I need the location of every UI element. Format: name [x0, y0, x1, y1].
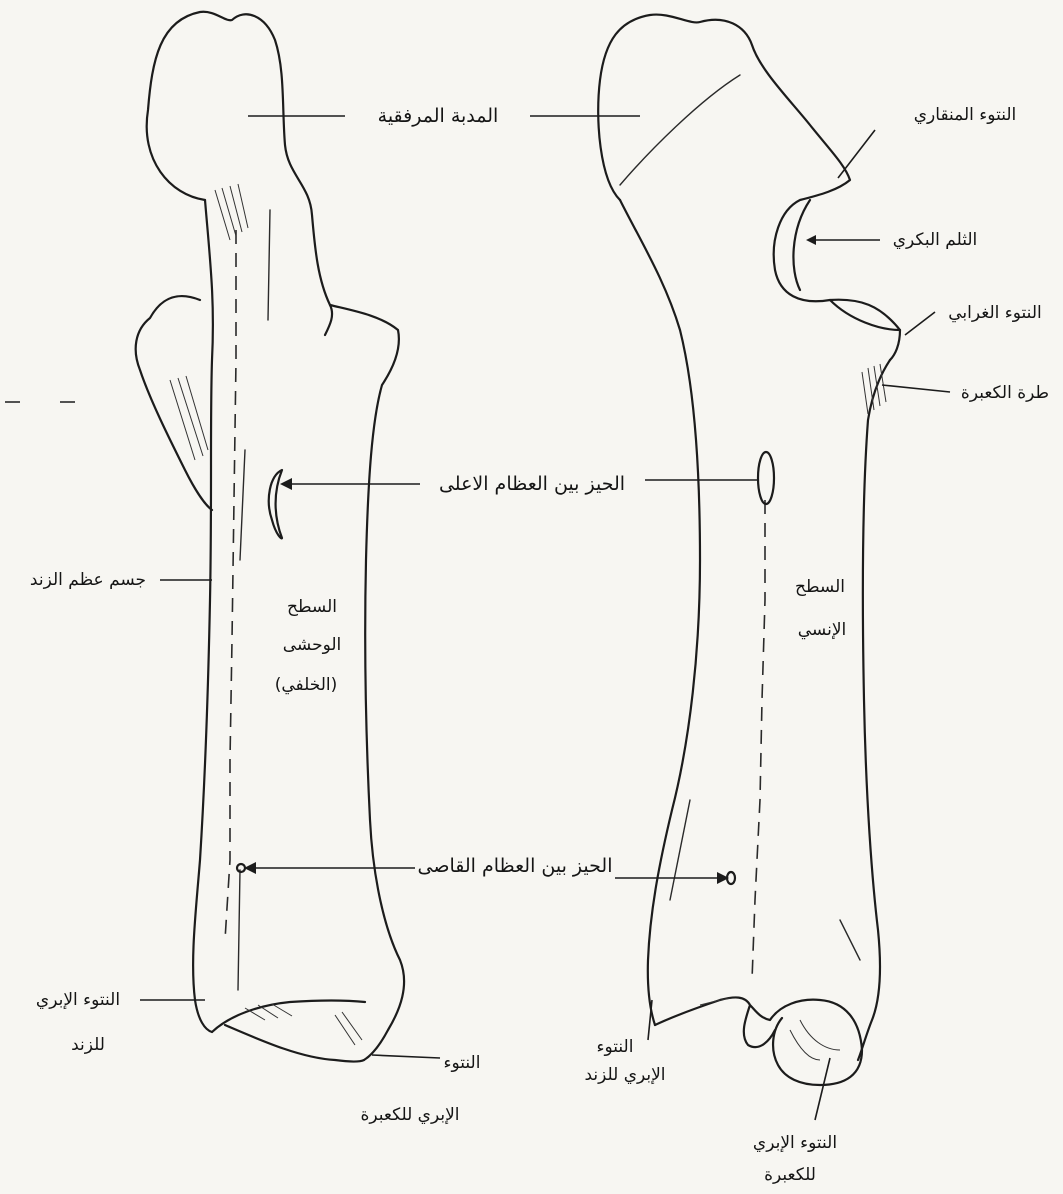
label-coronoid-process: النتوء الغرابي: [948, 303, 1041, 323]
right-bone-drawing: [598, 15, 900, 1085]
right-distal-base: [655, 997, 862, 1085]
label-medial-surface-2: الإنسي: [798, 620, 847, 640]
left-distal-base: [212, 1001, 365, 1062]
label-interosseous-lower: الحيز بين العظام القاصى: [418, 855, 613, 877]
label-ulna-distal-right-2: الإبري للزند: [584, 1065, 665, 1085]
label-ulna-distal-left-2: للزند: [71, 1035, 105, 1055]
leader-anconeal: [838, 130, 875, 178]
label-ulna-body: جسم عظم الزند: [30, 570, 146, 590]
right-shaft-right: [858, 360, 890, 1060]
leader-radius-distal-left: [372, 1055, 440, 1058]
left-upper-foramen: [269, 470, 282, 538]
label-ulna-distal-right-1: النتوء: [597, 1037, 634, 1057]
leader-radial-head: [882, 385, 950, 392]
leader-radius-distal-right: [815, 1058, 830, 1120]
label-lateral-surface-2: الوحشى: [283, 635, 342, 655]
right-shaft-left: [620, 200, 700, 1025]
right-shaft-line: [670, 800, 860, 960]
leader-lines: [5, 116, 950, 1120]
right-upper-foramen: [758, 452, 774, 504]
left-radial-head-outline: [136, 296, 212, 510]
right-trochlear-notch: [793, 200, 900, 330]
label-lateral-surface-1: السطح: [287, 597, 337, 617]
label-radius-distal-left-2: الإبري للكعبرة: [360, 1105, 459, 1125]
leader-coronoid: [905, 312, 935, 335]
left-bone-drawing: [136, 12, 404, 1062]
label-anconeal-process: النتوء المنقاري: [914, 105, 1017, 125]
arrow-interos-upper-left: [280, 478, 292, 490]
left-ulna-outline: [147, 12, 332, 335]
right-olecranon-ridge: [620, 75, 740, 185]
arrow-interos-lower-left: [244, 862, 256, 874]
labels: المدبة المرفقية النتوء المنقاري الثلم ال…: [30, 105, 1049, 1185]
label-ulna-distal-left-1: النتوء الإبري: [36, 990, 120, 1010]
left-radius-outline: [330, 305, 404, 1060]
right-interosseous-border: [752, 500, 765, 980]
left-lower-foramen: [237, 864, 245, 872]
label-lateral-surface-3: (الخلفي): [275, 675, 338, 695]
label-interosseous-upper: الحيز بين العظام الاعلى: [439, 473, 625, 495]
left-interosseous-border: [225, 230, 236, 940]
left-radial-hatch: [170, 376, 208, 460]
right-distal-hatch: [700, 998, 840, 1060]
label-radius-distal-right-2: للكعبرة: [764, 1165, 816, 1185]
label-medial-surface-1: السطح: [795, 577, 845, 597]
label-radial-head: طرة الكعبرة: [961, 383, 1049, 403]
left-distal-hatch: [245, 1004, 362, 1045]
label-head-semilunar: المدبة المرفقية: [378, 105, 499, 127]
left-olecranon-hatch: [215, 184, 248, 240]
label-radius-distal-right-1: النتوء الإبري: [753, 1133, 837, 1153]
label-radius-distal-left-1: النتوء: [444, 1053, 481, 1073]
left-ulna-shaft-outline: [193, 200, 213, 1032]
arrow-trochlear: [806, 235, 816, 245]
label-trochlear-notch: الثلم البكري: [893, 230, 978, 250]
right-ulna-outline: [598, 15, 900, 360]
